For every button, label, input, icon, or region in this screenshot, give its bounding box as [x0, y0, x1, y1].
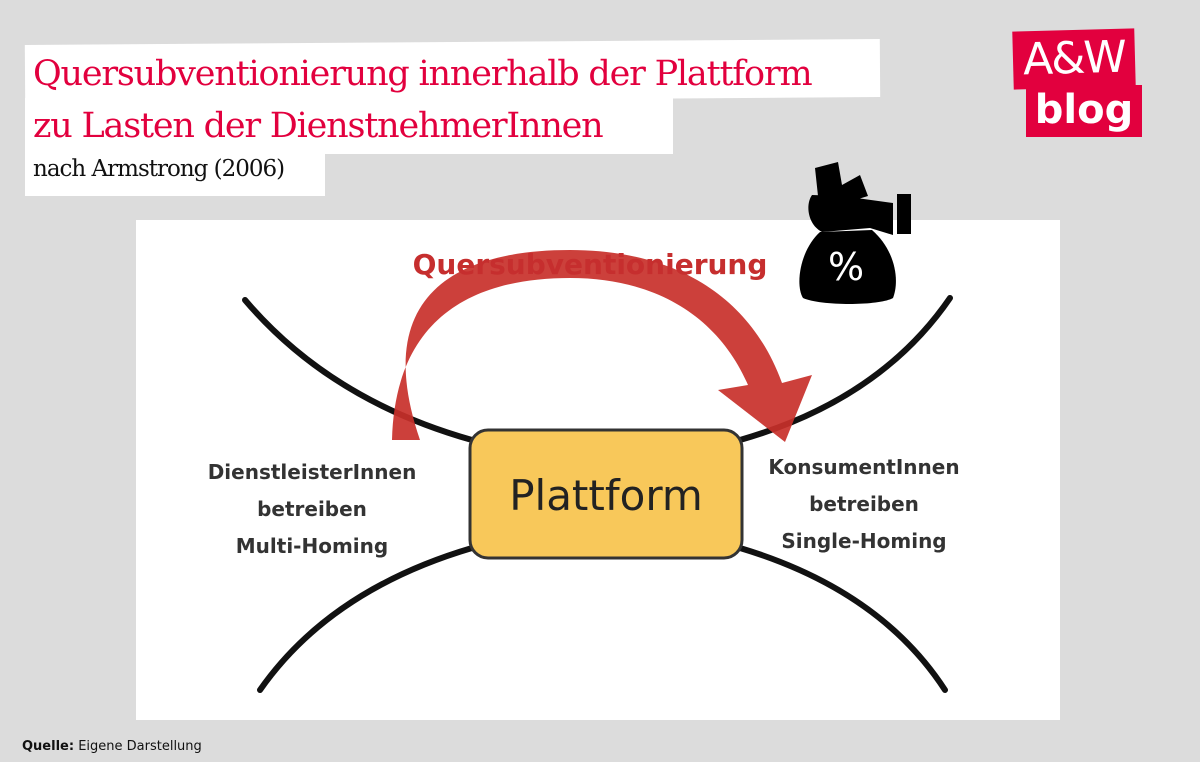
subtitle-box — [25, 150, 325, 196]
right-line-1: KonsumentInnen — [768, 455, 960, 479]
page-title-line2: zu Lasten der DienstnehmerInnen — [33, 106, 604, 146]
source-label: Quelle: — [22, 739, 75, 754]
source-value: Eigene Darstellung — [78, 739, 202, 754]
source-note: Quelle: Eigene Darstellung — [22, 739, 202, 754]
title-box-2 — [25, 98, 673, 154]
right-line-2: betreiben — [809, 492, 919, 516]
arrow-label: Quersubventionierung — [413, 248, 768, 281]
page-subtitle: nach Armstrong (2006) — [33, 156, 285, 182]
right-line-3: Single-Homing — [781, 529, 947, 553]
platform-label: Plattform — [509, 471, 703, 520]
left-side-label: DienstleisterInnen betreiben Multi-Homin… — [192, 454, 432, 565]
curve-top-left — [242, 297, 475, 443]
subsidy-arrow — [392, 250, 812, 442]
money-bag-percent-icon: % — [799, 162, 911, 304]
left-line-3: Multi-Homing — [235, 534, 389, 558]
right-side-label: KonsumentInnen betreiben Single-Homing — [744, 449, 984, 560]
page-title-line1: Quersubventionierung innerhalb der Platt… — [33, 54, 813, 94]
left-line-2: betreiben — [257, 497, 367, 521]
svg-text:%: % — [828, 245, 864, 289]
left-line-1: DienstleisterInnen — [207, 460, 417, 484]
curve-bottom-left — [257, 545, 475, 693]
curve-bottom-right — [737, 545, 948, 693]
platform-box — [468, 428, 744, 560]
logo-blog: blog — [1026, 85, 1142, 137]
